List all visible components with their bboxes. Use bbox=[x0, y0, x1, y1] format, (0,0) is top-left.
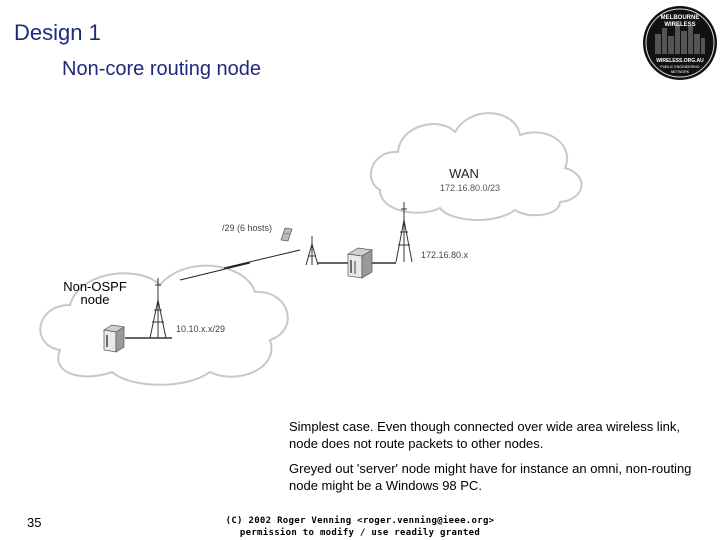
logo-text-2: WIRELESS bbox=[664, 22, 695, 28]
wan-label: WAN bbox=[449, 166, 479, 181]
small-antenna-icon bbox=[280, 227, 293, 242]
slide-number: 35 bbox=[27, 515, 42, 530]
node-subnet-label: 10.10.x.x/29 bbox=[176, 324, 225, 334]
logo-text-5: NETWORK bbox=[671, 70, 690, 74]
router-server-icon bbox=[346, 247, 374, 279]
wan-antenna-icon bbox=[395, 202, 413, 263]
link-subnet-label: /29 (6 hosts) bbox=[222, 223, 272, 233]
logo-text-4: PUBLIC ENGINEERING bbox=[660, 65, 699, 69]
slide-subtitle: Non-core routing node bbox=[62, 58, 262, 80]
slide-title: Design 1 bbox=[14, 20, 101, 45]
logo-skyline bbox=[655, 24, 705, 54]
note-paragraph-1: Simplest case. Even though connected ove… bbox=[289, 419, 680, 451]
wireless-link bbox=[179, 249, 301, 281]
logo-text-1: MELBOURNE bbox=[661, 15, 700, 21]
router-address-label: 172.16.80.x bbox=[421, 250, 469, 260]
footer-copyright: (C) 2002 Roger Venning <roger.venning@ie… bbox=[225, 516, 495, 526]
logo-text-3: WIRELESS.ORG.AU bbox=[656, 58, 704, 64]
note-paragraph-2: Greyed out 'server' node might have for … bbox=[289, 461, 692, 493]
wan-cloud bbox=[369, 112, 583, 221]
logo-ring bbox=[645, 8, 715, 78]
wan-subnet-label: 172.16.80.0/23 bbox=[440, 183, 500, 193]
node-server-icon bbox=[103, 324, 125, 353]
footer-permission: permission to modify / use readily grant… bbox=[239, 528, 481, 538]
node-cloud bbox=[39, 264, 289, 386]
node-label-line2: node bbox=[81, 292, 110, 307]
node-label-line1: Non-OSPF bbox=[63, 279, 127, 294]
node-antenna-icon bbox=[149, 278, 167, 339]
footer: (C) 2002 Roger Venning <roger.venning@ie… bbox=[200, 515, 520, 539]
router-antenna-icon bbox=[305, 236, 319, 266]
melbourne-wireless-logo: MELBOURNE WIRELESS WIRELESS.ORG.AU PUBLI… bbox=[643, 6, 717, 80]
